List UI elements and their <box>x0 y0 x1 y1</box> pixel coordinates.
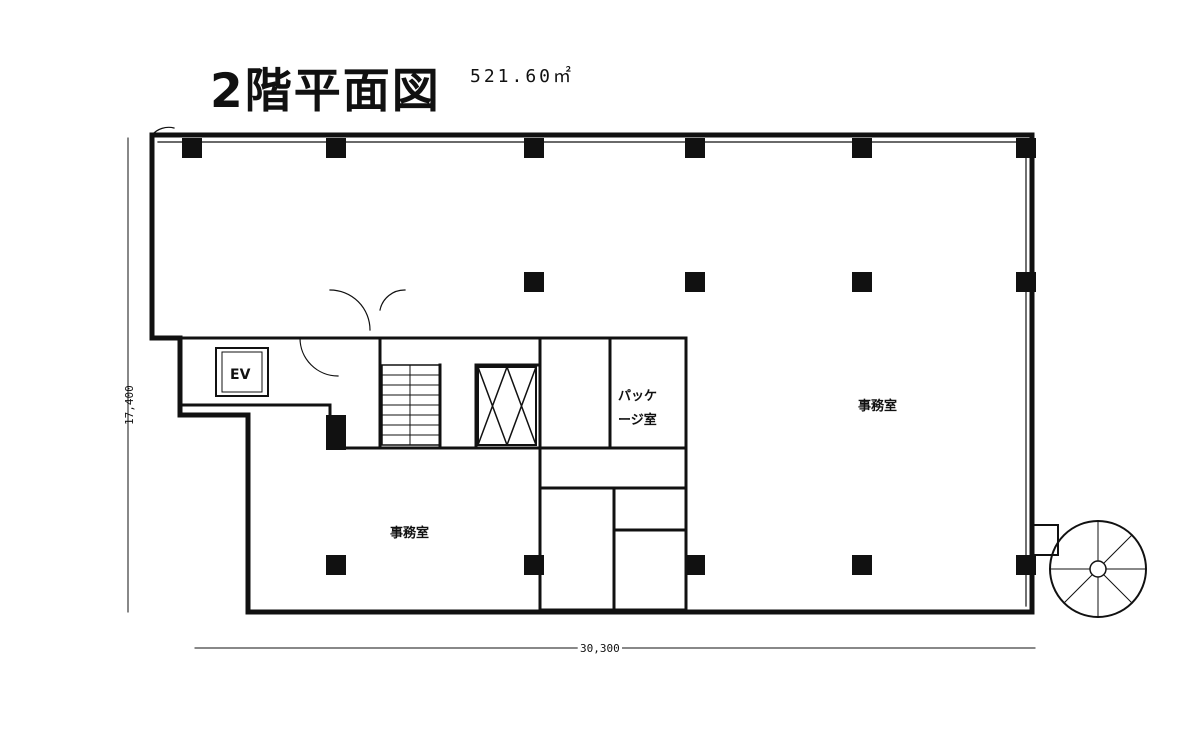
room-label-office-large: 事務室 <box>858 398 897 414</box>
structural-columns <box>182 138 1036 575</box>
spiral-treads <box>1049 520 1147 618</box>
dimension-width: 30,300 <box>580 642 620 655</box>
door-swing <box>379 289 406 311</box>
elevator-car <box>215 347 269 397</box>
shaft <box>477 366 537 446</box>
room-label-elevator: EV <box>230 367 251 383</box>
floor-area: 521.60㎡ <box>470 66 575 87</box>
plan-title: 2階平面図 <box>210 64 441 119</box>
room-label-package-1: パッケ <box>618 389 657 404</box>
stair-treads <box>381 364 441 446</box>
door-swing <box>151 126 175 136</box>
room-label-package-2: ージ室 <box>618 412 657 428</box>
shaft-cross <box>477 366 537 446</box>
core-walls <box>178 336 688 612</box>
room-label-office-small: 事務室 <box>390 525 429 541</box>
dimension-height: 17,400 <box>123 385 136 425</box>
outer-wall <box>149 132 1035 615</box>
door-swing <box>299 337 339 377</box>
elevator-inner <box>221 351 263 393</box>
door-swing <box>329 289 371 331</box>
inner-wall-line <box>157 141 1027 607</box>
